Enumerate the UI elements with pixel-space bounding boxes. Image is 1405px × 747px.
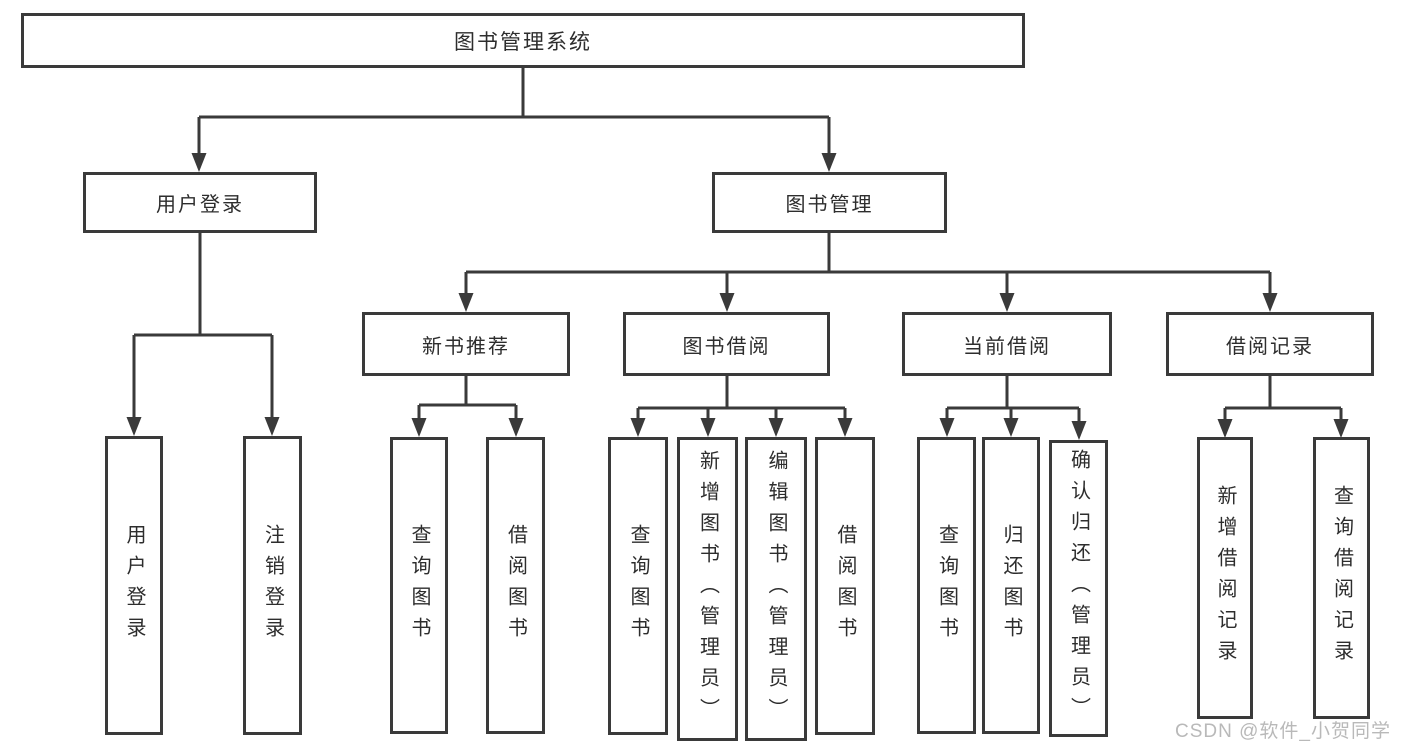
node-user-login: 用户登录 (83, 172, 317, 233)
leaf-label: 查询借阅记录 (1330, 485, 1353, 671)
leaf-query-books-recommend: 查询图书 (390, 437, 448, 734)
leaf-label: 查询图书 (627, 524, 649, 648)
leaf-edit-books-admin: 编辑图书（管理员） (745, 437, 807, 741)
leaf-add-borrow-record: 新增借阅记录 (1197, 437, 1253, 719)
node-book-borrowing: 图书借阅 (623, 312, 830, 376)
leaf-label: 编辑图书（管理员） (765, 449, 787, 729)
node-current-borrowing: 当前借阅 (902, 312, 1112, 376)
leaf-add-books-admin: 新增图书（管理员） (677, 437, 738, 741)
leaf-label: 归还图书 (1000, 523, 1022, 648)
csdn-watermark: CSDN @软件_小贺同学 (1175, 721, 1391, 742)
leaf-return-books: 归还图书 (982, 437, 1040, 734)
leaf-label: 注销登录 (261, 523, 284, 648)
leaf-label: 借阅图书 (834, 524, 856, 648)
leaf-label: 查询图书 (935, 523, 958, 648)
leaf-logout: 注销登录 (243, 436, 302, 735)
leaf-query-borrow-record: 查询借阅记录 (1313, 437, 1370, 719)
leaf-label: 确认归还（管理员） (1067, 449, 1090, 728)
leaf-label: 借阅图书 (504, 523, 527, 648)
leaf-borrow-books-borrowing: 借阅图书 (815, 437, 875, 735)
leaf-query-books-current: 查询图书 (917, 437, 976, 734)
leaf-confirm-return-admin: 确认归还（管理员） (1049, 440, 1108, 737)
leaf-label: 用户登录 (123, 523, 145, 648)
node-book-management: 图书管理 (712, 172, 947, 233)
node-borrowing-records: 借阅记录 (1166, 312, 1374, 376)
leaf-user-login: 用户登录 (105, 436, 163, 735)
leaf-label: 新增图书（管理员） (696, 449, 719, 729)
arrowheads (126, 153, 1349, 440)
leaf-label: 新增借阅记录 (1214, 485, 1236, 671)
leaf-label: 查询图书 (408, 523, 430, 648)
leaf-borrow-books-recommend: 借阅图书 (486, 437, 545, 734)
leaf-query-books-borrowing: 查询图书 (608, 437, 668, 735)
node-new-book-recommendation: 新书推荐 (362, 312, 570, 376)
node-library-management-system: 图书管理系统 (21, 13, 1025, 68)
